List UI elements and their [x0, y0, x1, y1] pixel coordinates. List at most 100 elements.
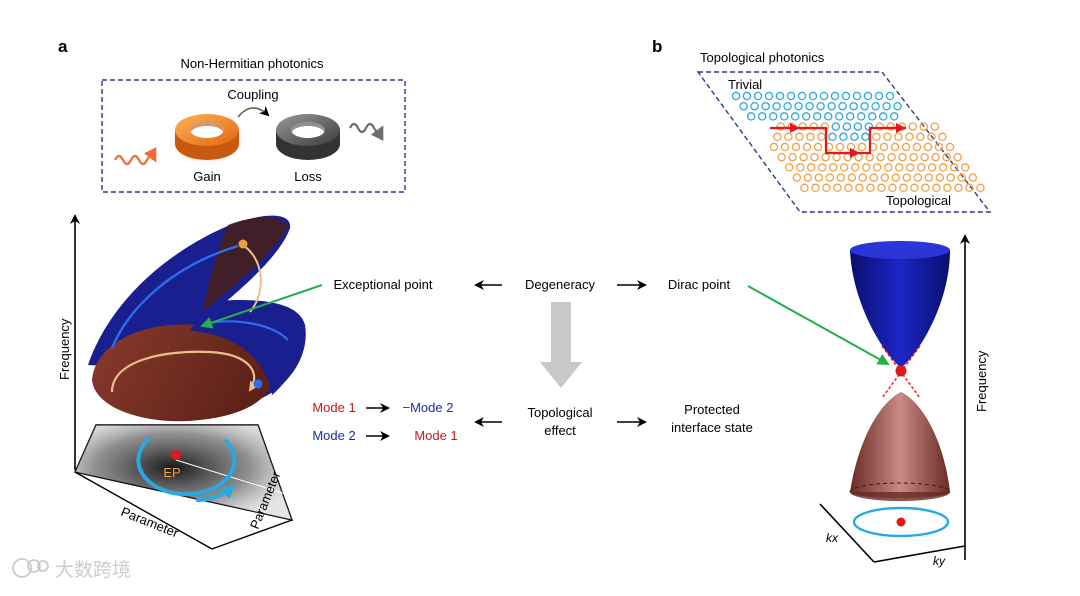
topological-resonator	[887, 152, 896, 162]
topological-resonator	[857, 142, 867, 152]
trivial-resonator	[812, 112, 822, 121]
ep-label: EP	[163, 465, 180, 480]
topological-resonator	[894, 132, 903, 142]
trivial-resonator	[871, 101, 880, 111]
trivial-resonator	[753, 91, 763, 101]
topological-resonator	[920, 152, 929, 162]
dirac-point-label: Dirac point	[668, 277, 731, 292]
trivial-resonator	[805, 101, 814, 111]
parameter-plane	[74, 424, 294, 550]
kx-axis	[819, 503, 875, 563]
topological-resonator	[949, 163, 959, 172]
protected-line2: interface state	[671, 420, 753, 435]
exceptional-point-pointer	[200, 284, 323, 329]
topological-resonator	[814, 173, 824, 182]
trivial-resonator	[856, 112, 866, 121]
momentum-ring	[852, 506, 950, 538]
topological-resonator	[843, 152, 852, 162]
topological-box	[696, 71, 992, 213]
topological-resonator	[846, 142, 856, 152]
ky-label: ky	[933, 554, 946, 568]
trivial-resonator	[816, 101, 825, 111]
topological-resonator	[921, 183, 930, 193]
topological-resonator	[934, 142, 944, 152]
topological-resonator	[792, 173, 802, 182]
topological-resonator	[865, 152, 874, 162]
topological-resonator	[957, 173, 967, 182]
ky-axis	[873, 545, 966, 563]
photonic-lattice	[731, 91, 985, 193]
kx-label: kx	[826, 531, 839, 545]
trivial-resonator	[885, 91, 895, 101]
exceptional-point-label: Exceptional point	[333, 277, 432, 292]
trivial-resonator	[842, 122, 852, 131]
topological-resonator	[890, 142, 900, 152]
topological-resonator	[809, 122, 819, 131]
topological-resonator	[976, 183, 985, 193]
trivial-resonator	[830, 91, 840, 101]
topological-resonator	[806, 132, 815, 142]
trivial-resonator	[834, 112, 844, 121]
trivial-resonator	[853, 122, 863, 131]
panel-a-letter: a	[58, 37, 68, 56]
topological-resonator	[872, 132, 881, 142]
upper-dirac-cone	[850, 241, 950, 368]
trivial-resonator	[808, 91, 818, 101]
topological-resonator	[787, 122, 797, 131]
topological-resonator	[810, 152, 819, 162]
trivial-resonator	[838, 101, 847, 111]
topological-resonator	[901, 142, 911, 152]
topological-resonator	[776, 122, 786, 131]
topological-label: Topological	[886, 193, 951, 208]
trivial-resonator	[831, 122, 841, 131]
topological-resonator	[813, 142, 823, 152]
degeneracy-label: Degeneracy	[525, 277, 596, 292]
topological-resonator	[872, 163, 882, 172]
topological-resonator	[788, 152, 797, 162]
trivial-resonator	[783, 101, 792, 111]
mode2-left: Mode 2	[312, 428, 355, 443]
coupling-arrow	[237, 105, 270, 118]
topological-resonator	[825, 173, 835, 182]
topological-resonator	[960, 163, 970, 172]
trivial-resonator	[823, 112, 833, 121]
trivial-resonator	[742, 91, 752, 101]
topological-effect-line2: effect	[544, 423, 576, 438]
topological-resonator	[909, 152, 918, 162]
topological-resonator	[784, 132, 793, 142]
topological-photonics-title: Topological photonics	[700, 50, 825, 65]
topological-resonator	[888, 183, 897, 193]
trivial-resonator	[849, 101, 858, 111]
momentum-dot	[896, 517, 906, 527]
loss-output-wave	[349, 122, 384, 141]
topological-resonator	[886, 122, 896, 131]
lower-dirac-cone	[849, 392, 951, 501]
topological-resonator	[968, 173, 978, 182]
topological-resonator	[943, 183, 952, 193]
mode1-left: Mode 1	[312, 400, 355, 415]
trivial-resonator	[893, 101, 902, 111]
trivial-resonator	[839, 132, 848, 142]
trivial-resonator	[864, 122, 874, 131]
dirac-point-pointer	[747, 285, 890, 365]
topological-resonator	[923, 142, 933, 152]
topological-resonator	[828, 163, 838, 172]
topological-resonator	[902, 173, 912, 182]
topological-resonator	[876, 152, 885, 162]
topological-resonator	[883, 132, 892, 142]
coupling-label: Coupling	[227, 87, 278, 102]
topological-resonator	[897, 122, 907, 131]
topological-resonator	[773, 132, 782, 142]
ep-dot	[171, 450, 181, 460]
topological-resonator	[791, 142, 801, 152]
dirac-point-dot	[895, 365, 907, 377]
trivial-resonator	[772, 101, 781, 111]
topological-resonator	[854, 152, 863, 162]
topological-resonator	[820, 122, 830, 131]
topological-resonator	[769, 142, 779, 152]
trivial-resonator	[889, 112, 899, 121]
topological-resonator	[861, 163, 871, 172]
topological-resonator	[833, 183, 842, 193]
watermark-text: 大数跨境	[55, 559, 131, 581]
topological-resonator	[935, 173, 945, 182]
